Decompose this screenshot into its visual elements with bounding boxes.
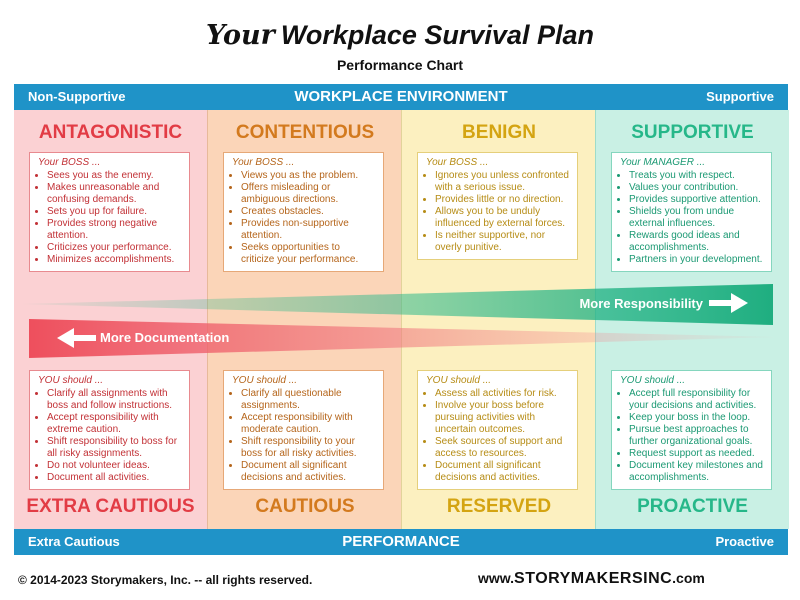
list-item: Assess all activities for risk.: [435, 388, 569, 400]
page-subtitle: Performance Chart: [336, 57, 464, 73]
list-item: Pursue best approaches to further organi…: [629, 424, 763, 448]
column-contentious: CONTENTIOUS Your BOSS ... Views you as t…: [207, 110, 402, 529]
list-item: Views you as the problem.: [241, 170, 375, 182]
copyright-text: © 2014-2023 Storymakers, Inc. -- all rig…: [18, 573, 313, 587]
list-item: Shift responsibility to your boss for al…: [241, 436, 375, 460]
arrow-left-icon: [57, 328, 96, 348]
list-item: Seeks opportunities to criticize your pe…: [241, 242, 375, 266]
list-item: Minimizes accomplishments.: [47, 254, 181, 266]
list-item: Clarify all assignments with boss and fo…: [47, 388, 181, 412]
list-item: Provides strong negative attention.: [47, 218, 181, 242]
list-item: Request support as needed.: [629, 448, 763, 460]
list-item: Creates obstacles.: [241, 206, 375, 218]
column-heading: SUPPORTIVE: [631, 122, 754, 143]
you-box: YOU should ... Assess all activities for…: [417, 370, 578, 490]
list-item: Document all significant decisions and a…: [435, 460, 569, 484]
you-list: Assess all activities for risk. Involve …: [426, 388, 569, 484]
list-item: Values your contribution.: [629, 182, 763, 194]
column-footer: CAUTIOUS: [255, 496, 355, 517]
column-footer: PROACTIVE: [637, 496, 748, 517]
manager-label: Your MANAGER ...: [620, 157, 706, 168]
list-item: Sees you as the enemy.: [47, 170, 181, 182]
you-box: YOU should ... Accept full responsibilit…: [611, 370, 772, 490]
website-link[interactable]: www.STORYMAKERSINC.com: [478, 570, 705, 588]
list-item: Accept responsibility with moderate caut…: [241, 412, 375, 436]
column-heading: BENIGN: [462, 122, 536, 143]
performance-left-label: Extra Cautious: [28, 534, 120, 549]
responsibility-documentation-wedges: More Responsibility More Documentation: [22, 284, 778, 358]
list-item: Do not volunteer ideas.: [47, 460, 181, 472]
you-label: YOU should ...: [232, 375, 298, 386]
you-box: YOU should ... Clarify all assignments w…: [29, 370, 190, 490]
list-item: Is neither supportive, nor overly puniti…: [435, 230, 569, 254]
list-item: Seek sources of support and access to re…: [435, 436, 569, 460]
list-item: Document all significant decisions and a…: [241, 460, 375, 484]
list-item: Makes unreasonable and confusing demands…: [47, 182, 181, 206]
documentation-wedge: [29, 319, 778, 358]
performance-center-label: PERFORMANCE: [342, 533, 460, 550]
column-footer: EXTRA CAUTIOUS: [26, 496, 195, 517]
boss-list: Sees you as the enemy. Makes unreasonabl…: [38, 170, 181, 266]
list-item: Partners in your development.: [629, 254, 763, 266]
list-item: Provides supportive attention.: [629, 194, 763, 206]
url-suffix: .com: [672, 570, 705, 586]
manager-box: Your MANAGER ... Treats you with respect…: [611, 152, 772, 272]
you-label: YOU should ...: [38, 375, 104, 386]
environment-right-label: Supportive: [706, 89, 774, 104]
you-list: Clarify all assignments with boss and fo…: [38, 388, 181, 484]
list-item: Provides non-supportive attention.: [241, 218, 375, 242]
column-heading: ANTAGONISTIC: [38, 122, 183, 143]
title-main: Workplace Survival Plan: [280, 20, 594, 50]
boss-label: Your BOSS ...: [232, 157, 295, 168]
manager-list: Treats you with respect. Values your con…: [620, 170, 763, 266]
list-item: Keep your boss in the loop.: [629, 412, 763, 424]
arrow-right-icon: [709, 293, 748, 313]
you-label: YOU should ...: [620, 375, 686, 386]
url-main: STORYMAKERSINC: [514, 570, 673, 587]
you-list: Clarify all questionable assignments. Ac…: [232, 388, 375, 484]
list-item: Shields you from undue external influenc…: [629, 206, 763, 230]
column-footer: RESERVED: [446, 496, 552, 517]
list-item: Allows you to be unduly influenced by ex…: [435, 206, 569, 230]
url-prefix: www.: [478, 570, 515, 586]
you-label: YOU should ...: [426, 375, 492, 386]
you-box: YOU should ... Clarify all questionable …: [223, 370, 384, 490]
list-item: Accept responsibility with extreme cauti…: [47, 412, 181, 436]
performance-right-label: Proactive: [715, 534, 774, 549]
list-item: Criticizes your performance.: [47, 242, 181, 254]
boss-list: Ignores you unless confronted with a ser…: [426, 170, 569, 254]
boss-box: Your BOSS ... Ignores you unless confron…: [417, 152, 578, 260]
list-item: Document key milestones and accomplishme…: [629, 460, 763, 484]
list-item: Accept full responsibility for your deci…: [629, 388, 763, 412]
list-item: Clarify all questionable assignments.: [241, 388, 375, 412]
list-item: Document all activities.: [47, 472, 181, 484]
more-documentation-label: More Documentation: [100, 330, 229, 345]
column-heading: CONTENTIOUS: [235, 122, 375, 143]
column-benign: BENIGN Your BOSS ... Ignores you unless …: [401, 110, 596, 529]
list-item: Ignores you unless confronted with a ser…: [435, 170, 569, 194]
environment-band: Non-Supportive WORKPLACE ENVIRONMENT Sup…: [14, 84, 788, 110]
boss-box: Your BOSS ... Views you as the problem. …: [223, 152, 384, 272]
boss-label: Your BOSS ...: [38, 157, 101, 168]
you-list: Accept full responsibility for your deci…: [620, 388, 763, 484]
more-responsibility-label: More Responsibility: [579, 296, 703, 311]
list-item: Involve your boss before pursuing activi…: [435, 400, 569, 436]
environment-center-label: WORKPLACE ENVIRONMENT: [294, 88, 508, 105]
environment-left-label: Non-Supportive: [28, 89, 126, 104]
responsibility-wedge: [22, 284, 773, 325]
boss-box: Your BOSS ... Sees you as the enemy. Mak…: [29, 152, 190, 272]
list-item: Provides little or no direction.: [435, 194, 569, 206]
boss-label: Your BOSS ...: [426, 157, 489, 168]
boss-list: Views you as the problem. Offers mislead…: [232, 170, 375, 266]
performance-band: Extra Cautious PERFORMANCE Proactive: [14, 529, 788, 555]
list-item: Offers misleading or ambiguous direction…: [241, 182, 375, 206]
list-item: Sets you up for failure.: [47, 206, 181, 218]
title-your: Your: [206, 20, 275, 51]
list-item: Treats you with respect.: [629, 170, 763, 182]
list-item: Rewards good ideas and accomplishments.: [629, 230, 763, 254]
list-item: Shift responsibility to boss for all ris…: [47, 436, 181, 460]
